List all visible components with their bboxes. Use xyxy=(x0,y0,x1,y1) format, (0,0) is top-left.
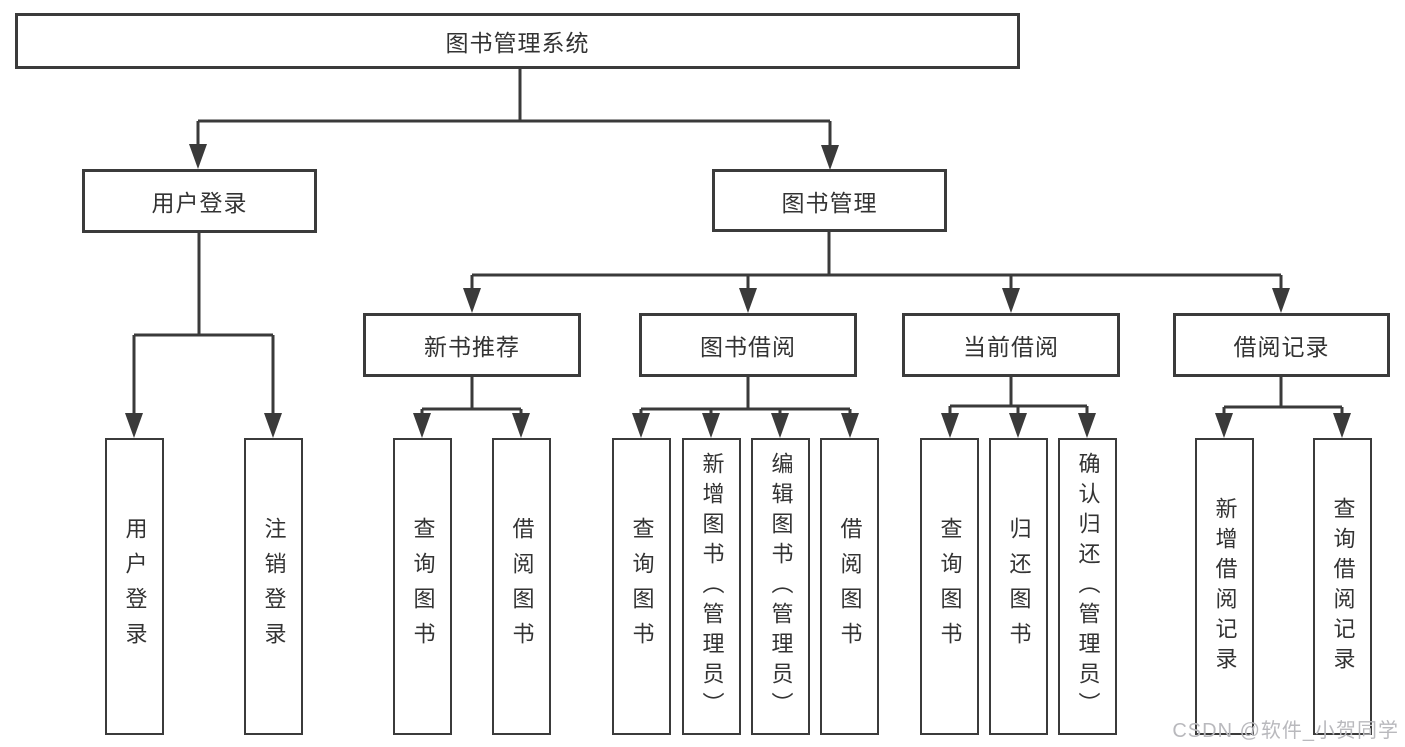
node-user-login: 用户登录 xyxy=(82,169,317,233)
leaf-confirm-return-admin: 确认归还（管理员） xyxy=(1058,438,1117,735)
node-label: 用户登录 xyxy=(151,190,248,216)
leaf-user-login: 用户登录 xyxy=(105,438,164,735)
leaf-query-book: 查询图书 xyxy=(612,438,671,735)
leaf-edit-book-admin: 编辑图书（管理员） xyxy=(751,438,810,735)
node-current-borrow: 当前借阅 xyxy=(902,313,1120,377)
leaf-query-borrow-record: 查询借阅记录 xyxy=(1313,438,1372,735)
leaf-borrow-book: 借阅图书 xyxy=(820,438,879,735)
node-library-management-system: 图书管理系统 xyxy=(15,13,1020,69)
leaf-return-book: 归还图书 xyxy=(989,438,1048,735)
node-label: 图书借阅 xyxy=(700,334,796,360)
node-label: 新书推荐 xyxy=(424,334,520,360)
leaf-logout: 注销登录 xyxy=(244,438,303,735)
leaf-query-book: 查询图书 xyxy=(920,438,979,735)
node-book-borrow: 图书借阅 xyxy=(639,313,857,377)
leaf-query-book: 查询图书 xyxy=(393,438,452,735)
node-label: 当前借阅 xyxy=(963,334,1059,360)
node-label: 图书管理 xyxy=(781,189,878,216)
leaf-add-borrow-record: 新增借阅记录 xyxy=(1195,438,1254,735)
node-label: 借阅记录 xyxy=(1233,334,1330,360)
node-borrow-record: 借阅记录 xyxy=(1173,313,1390,377)
node-new-book-recommend: 新书推荐 xyxy=(363,313,581,377)
leaf-add-book-admin: 新增图书（管理员） xyxy=(682,438,741,735)
arrowheads xyxy=(125,144,1351,438)
node-book-management: 图书管理 xyxy=(712,169,947,232)
node-label: 图书管理系统 xyxy=(445,30,590,56)
leaf-borrow-book: 借阅图书 xyxy=(492,438,551,735)
csdn-watermark: CSDN @软件_小贺同学 xyxy=(1172,720,1399,742)
